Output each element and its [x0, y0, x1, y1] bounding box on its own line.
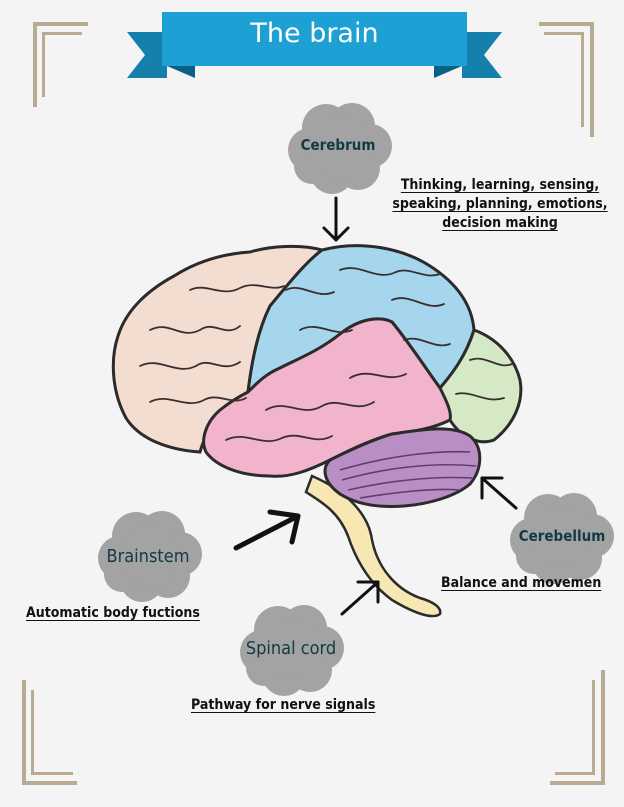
brainstem-description: Automatic body fuctions — [26, 605, 200, 621]
title-banner — [127, 10, 502, 80]
brainstem-label: Brainstem — [106, 546, 190, 567]
arrow-icon-spinal-cord — [340, 580, 380, 616]
arrow-icon-cerebellum — [480, 476, 518, 510]
arrow-icon-cerebrum — [322, 196, 350, 242]
brainstem-shape — [304, 474, 442, 618]
cerebrum-description: Thinking, learning, sensing, speaking, p… — [376, 176, 624, 233]
cerebellum-description: Balance and movemen — [441, 575, 602, 591]
corner-bracket-top-left — [33, 22, 93, 122]
spinal-cord-description: Pathway for nerve signals — [191, 697, 376, 713]
cerebellum-label: Cerebellum — [518, 527, 606, 545]
cerebrum-description-line: speaking, planning, emotions, — [392, 196, 608, 212]
cerebrum-label: Cerebrum — [300, 136, 376, 154]
page-title: The brain — [250, 17, 379, 49]
cerebrum-description-line: Thinking, learning, sensing, — [400, 177, 600, 193]
corner-bracket-bottom-right — [545, 670, 605, 785]
cerebrum-description-line: decision making — [442, 215, 558, 231]
corner-bracket-top-right — [534, 22, 594, 137]
gyri-lines — [139, 267, 513, 443]
corner-bracket-bottom-left — [22, 680, 82, 785]
arrow-icon-brainstem — [233, 509, 301, 551]
spinal-cord-label: Spinal cord — [245, 638, 337, 659]
